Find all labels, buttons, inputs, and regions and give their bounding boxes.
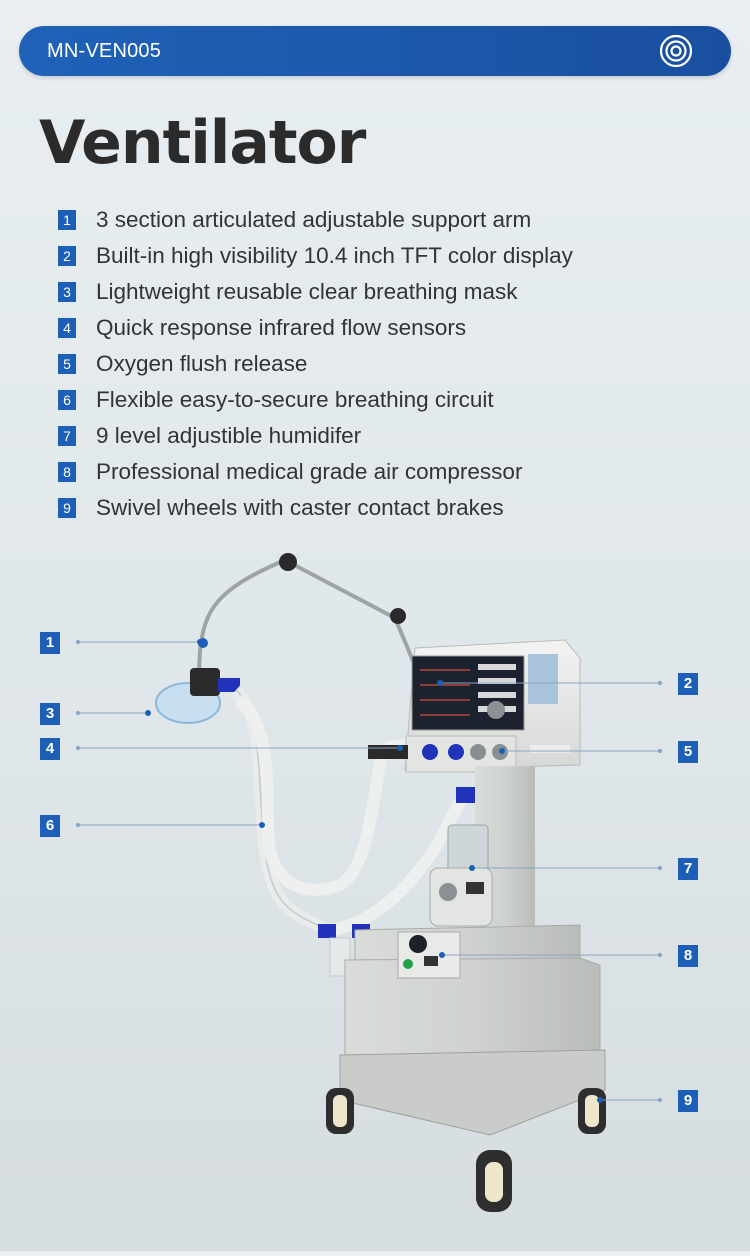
number-badge: 7 <box>58 426 76 446</box>
concentric-target-icon <box>659 34 693 68</box>
callout-4: 4 <box>40 738 60 760</box>
feature-text: Quick response infrared flow sensors <box>96 315 467 340</box>
callout-2: 2 <box>678 673 698 695</box>
header-bar: MN-VEN005 <box>19 26 731 76</box>
ventilator-image <box>75 553 663 1212</box>
list-item: 6 Flexible easy-to-secure breathing circu… <box>58 382 573 418</box>
list-item: 9 Swivel wheels with caster contact brake… <box>58 490 573 526</box>
number-badge: 1 <box>58 210 76 230</box>
callout-1: 1 <box>40 632 60 654</box>
list-item: 2 Built-in high visibility 10.4 inch TFT … <box>58 238 573 274</box>
number-badge: 2 <box>58 246 76 266</box>
list-item: 3 Lightweight reusable clear breathing ma… <box>58 274 573 310</box>
feature-text: Built-in high visibility 10.4 inch TFT c… <box>96 243 573 268</box>
number-badge: 8 <box>58 462 76 482</box>
page-title: Ventilator <box>39 108 366 178</box>
feature-list: 1 3 section articulated adjustable suppor… <box>58 202 573 526</box>
number-badge: 9 <box>58 498 76 518</box>
feature-text: 3 section articulated adjustable support… <box>96 207 532 232</box>
list-item: 4 Quick response infrared flow sensors <box>58 310 573 346</box>
callout-5: 5 <box>678 741 698 763</box>
feature-text: 9 level adjustible humidifer <box>96 423 362 448</box>
feature-text: Professional medical grade air compresso… <box>96 459 523 484</box>
list-item: 1 3 section articulated adjustable suppor… <box>58 202 573 238</box>
callout-7: 7 <box>678 858 698 880</box>
feature-text: Swivel wheels with caster contact brakes <box>96 495 504 520</box>
ventilator-illustration: 1 2 3 4 5 6 7 8 9 <box>0 540 750 1251</box>
number-badge: 6 <box>58 390 76 410</box>
callout-3: 3 <box>40 703 60 725</box>
feature-text: Flexible easy-to-secure breathing circui… <box>96 387 494 412</box>
list-item: 5 Oxygen flush release <box>58 346 573 382</box>
list-item: 8 Professional medical grade air compress… <box>58 454 573 490</box>
number-badge: 3 <box>58 282 76 302</box>
callout-6: 6 <box>40 815 60 837</box>
callout-8: 8 <box>678 945 698 967</box>
number-badge: 4 <box>58 318 76 338</box>
list-item: 7 9 level adjustible humidifer <box>58 418 573 454</box>
callout-9: 9 <box>678 1090 698 1112</box>
product-code: MN-VEN005 <box>47 40 162 62</box>
number-badge: 5 <box>58 354 76 374</box>
feature-text: Lightweight reusable clear breathing mas… <box>96 279 518 304</box>
feature-text: Oxygen flush release <box>96 351 308 376</box>
